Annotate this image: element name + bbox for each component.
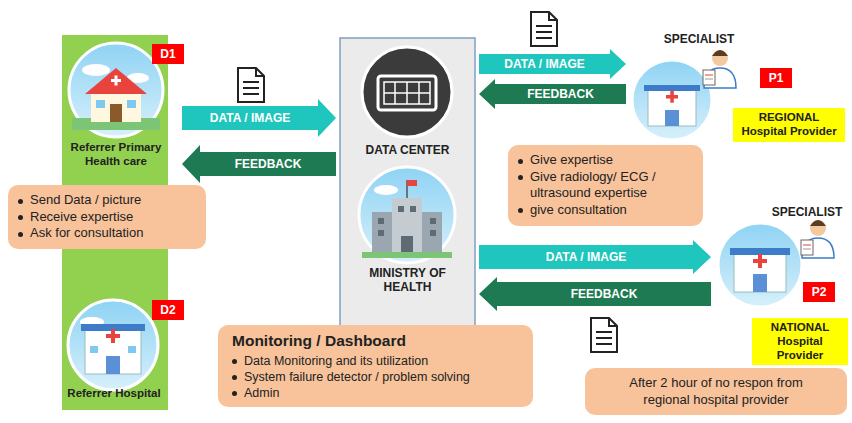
arrow-label: FEEDBACK xyxy=(571,287,638,301)
callout-box: Send Data / pictureReceive expertiseAsk … xyxy=(8,185,206,249)
bullet-dot xyxy=(18,199,23,204)
node-text: After 2 hour of no respon from regional … xyxy=(609,375,823,408)
node-text: Send Data / picture xyxy=(18,192,196,209)
arrow-label: FEEDBACK xyxy=(527,87,594,101)
tag-label: D1 xyxy=(152,44,184,64)
provider-label: NATIONAL Hospital Provider xyxy=(752,318,848,365)
center-panel xyxy=(340,38,475,330)
arrow-label: DATA / IMAGE xyxy=(504,57,584,71)
node-text: D1 xyxy=(152,44,184,64)
node-text: Give radiology/ ECG / ultrasound experti… xyxy=(518,169,693,202)
node-text: P1 xyxy=(760,68,792,88)
tag-label: D2 xyxy=(152,300,184,320)
node-text: P2 xyxy=(803,282,835,302)
block-arrow xyxy=(479,49,626,79)
node-text: MINISTRY OF HEALTH xyxy=(355,266,460,295)
bullet-dot xyxy=(18,215,23,220)
node-text: Monitoring / Dashboard xyxy=(232,331,519,351)
tag-label: P2 xyxy=(803,282,835,302)
node-text: Referrer Primary Health care xyxy=(54,141,178,169)
bullet-dot xyxy=(518,208,523,213)
bullet-dot xyxy=(232,359,237,364)
national-hospital-icon xyxy=(718,223,802,307)
node-text: SPECIALIST xyxy=(663,32,735,46)
document-icon xyxy=(591,318,617,352)
bullet-dot xyxy=(518,159,523,164)
arrow-label: DATA / IMAGE xyxy=(210,111,290,125)
node-text: Admin xyxy=(232,385,519,401)
block-arrow xyxy=(479,79,626,109)
node-text: Referrer Hospital xyxy=(56,387,172,401)
node-text: System failure detector / problem solvin… xyxy=(232,369,519,385)
doctor-icon xyxy=(703,50,736,88)
hospital-icon xyxy=(68,300,158,390)
node-text: NATIONAL Hospital Provider xyxy=(756,321,844,362)
node-text: Give expertise xyxy=(518,152,693,169)
block-arrow xyxy=(479,240,711,274)
node-text: give consultation xyxy=(518,202,693,219)
node-text: Data Monitoring and its utilization xyxy=(232,353,519,369)
arrow-label: FEEDBACK xyxy=(235,157,302,171)
document-icon xyxy=(531,12,557,46)
document-icon xyxy=(238,68,264,102)
regional-hospital-icon xyxy=(632,60,712,140)
note-box: After 2 hour of no respon from regional … xyxy=(585,368,847,415)
bullet-dot xyxy=(518,175,523,180)
bullet-dot xyxy=(232,391,237,396)
doctor-icon xyxy=(801,220,834,258)
clinic-icon xyxy=(69,43,163,137)
ministry-node: DATA CENTER MINISTRY OF HEALTH xyxy=(340,38,475,330)
monitoring-box: Monitoring / DashboardData Monitoring an… xyxy=(218,325,533,407)
ministry-icon xyxy=(359,167,455,263)
arrow-label: DATA / IMAGE xyxy=(546,250,626,264)
bullet-dot xyxy=(232,375,237,380)
node-text: SPECIALIST xyxy=(771,205,843,219)
bullet-dot xyxy=(18,232,23,237)
node-text: Receive expertise xyxy=(18,209,196,226)
callout-box: Give expertiseGive radiology/ ECG / ultr… xyxy=(508,145,703,226)
node-text: REGIONAL Hospital Provider xyxy=(737,111,841,139)
node-text: D2 xyxy=(152,300,184,320)
block-arrow xyxy=(479,277,711,311)
node-text: DATA CENTER xyxy=(340,143,475,157)
block-arrow xyxy=(182,145,336,183)
tag-label: P1 xyxy=(760,68,792,88)
specialist-node: SPECIALIST xyxy=(630,30,735,142)
provider-label: REGIONAL Hospital Provider xyxy=(733,108,845,142)
block-arrow xyxy=(182,99,336,137)
data-center-icon xyxy=(362,47,452,137)
node-text: Ask for consultation xyxy=(18,225,196,242)
